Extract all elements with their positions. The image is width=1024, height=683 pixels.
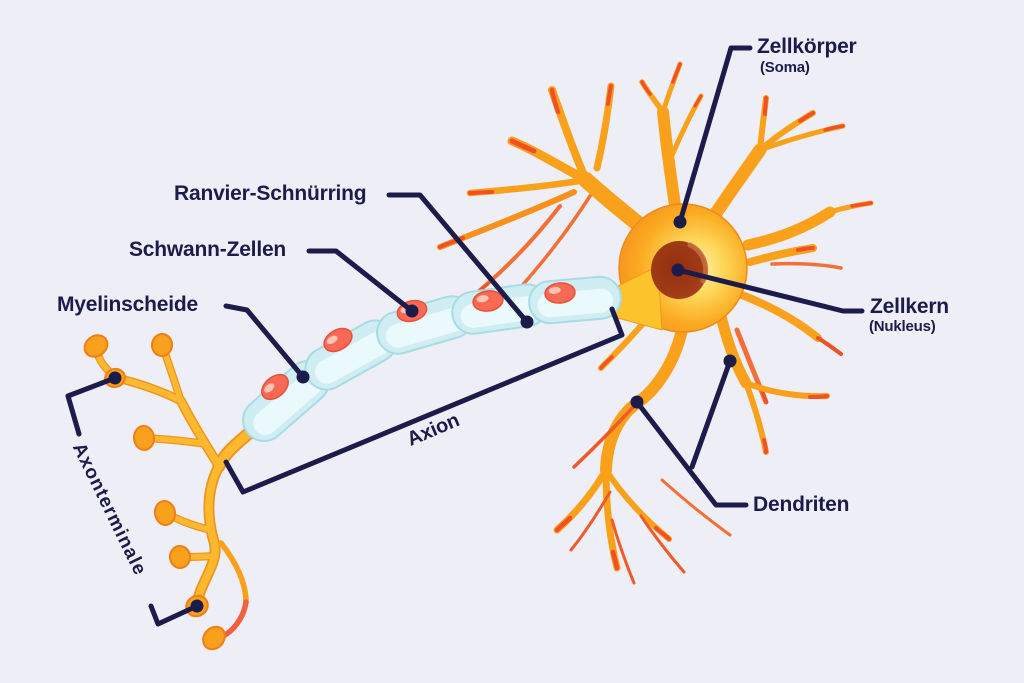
zellkern-sub-label: (Nukleus) xyxy=(869,318,936,335)
dendriten-pointer-b xyxy=(634,399,749,508)
pointer-lines xyxy=(65,45,865,627)
myelin-segment xyxy=(528,275,622,325)
schwann-label: Schwann-Zellen xyxy=(129,238,287,261)
zellkoerper-pointer xyxy=(677,45,753,225)
pointer-dots xyxy=(108,215,737,613)
dendriten-pointer-a xyxy=(689,358,733,470)
dendriten-label: Dendriten xyxy=(753,493,850,516)
ranvier-label: Ranvier-Schnürring xyxy=(174,182,367,205)
zellkoerper-sub-label: (Soma) xyxy=(760,59,810,76)
zellkern-pointer xyxy=(675,267,865,314)
zellkern-label: Zellkern xyxy=(870,295,949,318)
schwann-pointer xyxy=(306,248,415,314)
axion-bracket xyxy=(223,306,625,495)
axonterminale-bracket-bottom xyxy=(148,603,200,627)
myelinscheide-pointer xyxy=(223,303,306,380)
dendrites xyxy=(437,61,874,585)
ranvier-pointer xyxy=(386,192,530,325)
myelinscheide-label: Myelinscheide xyxy=(57,293,198,316)
zellkoerper-label: Zellkörper xyxy=(757,35,857,58)
axonterminale-bracket-top xyxy=(65,375,118,437)
